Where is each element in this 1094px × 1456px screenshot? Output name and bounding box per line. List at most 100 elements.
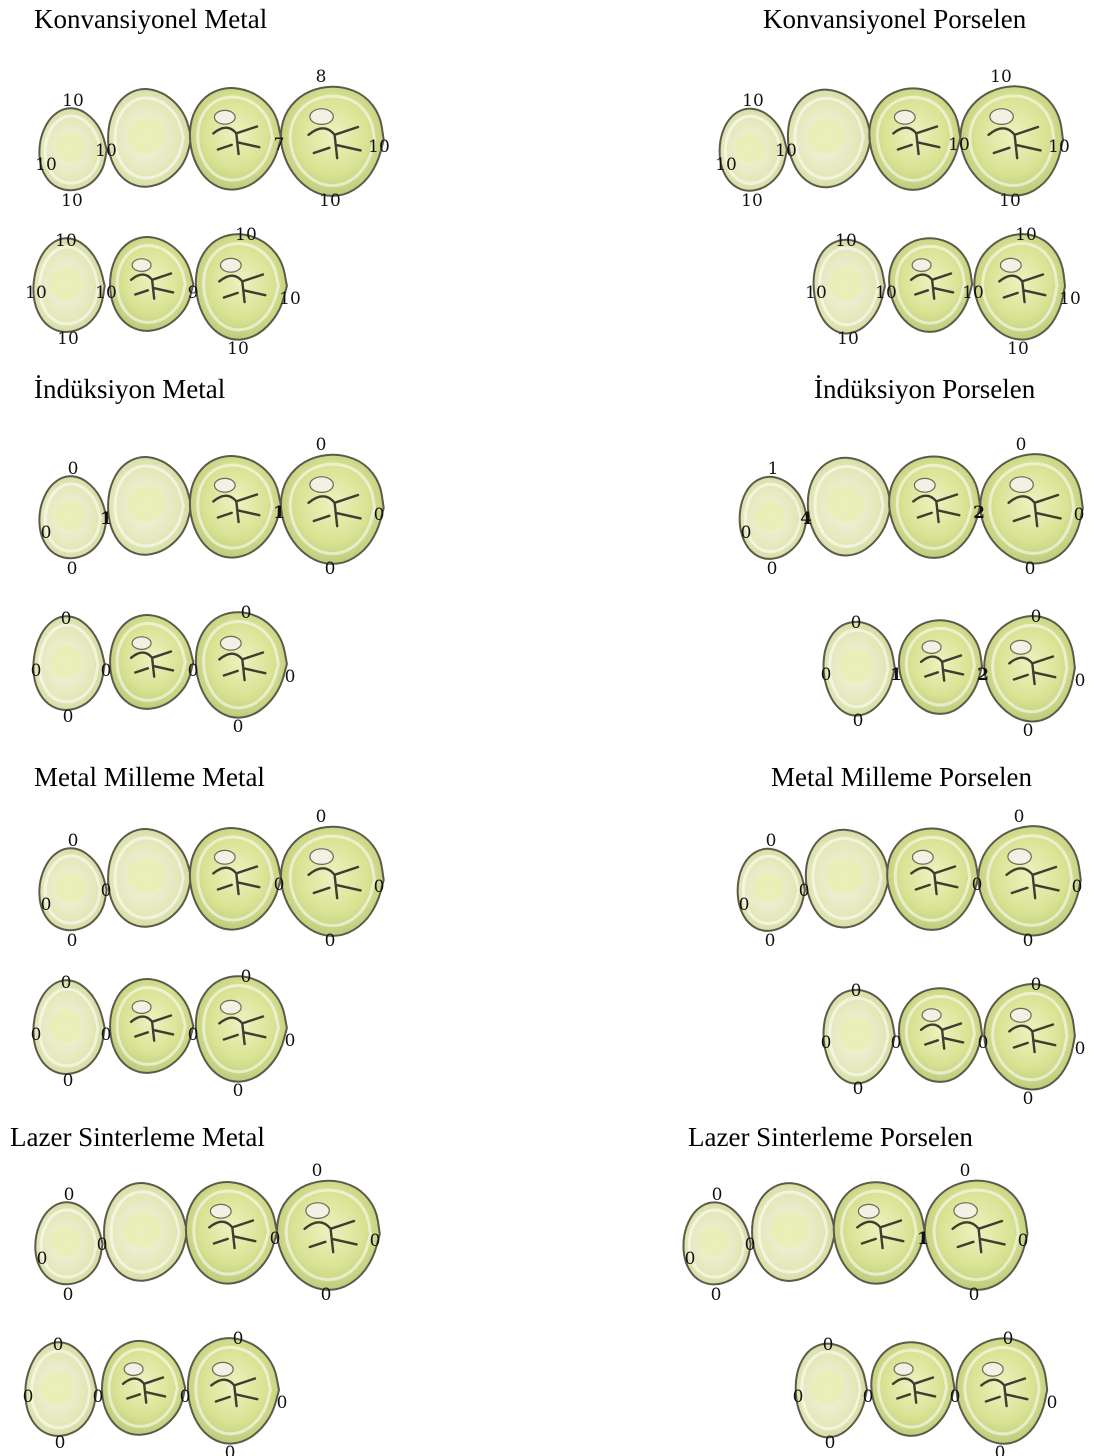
- lazer-sinterleme-metal-upper-tooth-2: [104, 1183, 187, 1281]
- lazer-sinterleme-porselen-upper-t4-bottom-label: 0: [969, 1285, 980, 1305]
- induksiyon-metal-lower-row: 00000000: [31, 603, 296, 737]
- konvansiyonel-porselen-lower-tooth-2: [889, 238, 972, 332]
- konvansiyonel-metal-upper-t4-right-label: 10: [368, 137, 390, 157]
- metal-milleme-porselen-upper-row: 00000000: [738, 807, 1083, 951]
- lazer-sinterleme-porselen-upper-contact-3-4-label: 1: [917, 1229, 929, 1249]
- induksiyon-porselen-lower-tooth-3: [984, 616, 1075, 721]
- metal-milleme-porselen-lower-tooth-3: [984, 984, 1075, 1089]
- konvansiyonel-metal-upper-t1-top-label: 10: [62, 91, 84, 111]
- konvansiyonel-metal-lower-t3-top-label: 10: [235, 225, 257, 245]
- induksiyon-metal-lower-t3-right-label: 0: [285, 667, 296, 687]
- lazer-sinterleme-metal-upper-tooth-3: [186, 1182, 277, 1284]
- lazer-sinterleme-metal-upper-t1-top-label: 0: [64, 1185, 75, 1205]
- konvansiyonel-porselen-upper-t1-top-label: 10: [742, 91, 764, 111]
- lazer-sinterleme-metal-upper-contact-1-2-label: 0: [97, 1235, 108, 1255]
- induksiyon-porselen-lower-t3-right-label: 0: [1075, 671, 1086, 691]
- konvansiyonel-porselen-lower-t3-right-label: 10: [1059, 289, 1081, 309]
- metal-milleme-metal-upper-contact-3-4-label: 0: [274, 875, 285, 895]
- konvansiyonel-metal-lower-t1-left-label: 10: [25, 283, 47, 303]
- induksiyon-porselen-lower-contact-2-3-label: 2: [977, 665, 989, 685]
- induksiyon-porselen-lower-tooth-1: [824, 622, 895, 716]
- metal-milleme-metal-upper-t1-top-label: 0: [68, 831, 79, 851]
- lazer-sinterleme-porselen-upper-t4-right-label: 0: [1018, 1231, 1029, 1251]
- lazer-sinterleme-porselen-lower-tooth-2: [871, 1342, 954, 1436]
- metal-milleme-metal-upper-t1-bottom-label: 0: [67, 931, 78, 951]
- konvansiyonel-metal-lower-contact-1-2-label: 10: [95, 283, 117, 303]
- induksiyon-metal-lower-contact-1-2-label: 0: [101, 661, 112, 681]
- lazer-sinterleme-metal-lower-tooth-1: [25, 1342, 96, 1436]
- lazer-sinterleme-metal-upper-contact-3-4-label: 0: [270, 1229, 281, 1249]
- metal-milleme-metal-upper-row: 00000000: [39, 807, 384, 951]
- metal-milleme-porselen-lower-t1-top-label: 0: [851, 981, 862, 1001]
- lazer-sinterleme-porselen-upper-t4-top-label: 0: [960, 1161, 971, 1181]
- lazer-sinterleme-metal-lower-contact-1-2-label: 0: [93, 1387, 104, 1407]
- induksiyon-metal-upper-t1-top-label: 0: [68, 459, 79, 479]
- metal-milleme-porselen-lower-contact-1-2-label: 0: [891, 1033, 902, 1053]
- metal-milleme-metal-upper-t4-right-label: 0: [374, 877, 385, 897]
- induksiyon-metal-upper-t1-bottom-label: 0: [67, 559, 78, 579]
- konvansiyonel-porselen-lower-t3-top-label: 10: [1015, 225, 1037, 245]
- induksiyon-porselen-upper-t1-bottom-label: 0: [767, 559, 778, 579]
- metal-milleme-metal-lower-contact-1-2-label: 0: [101, 1025, 112, 1045]
- metal-milleme-metal-upper-t4-bottom-label: 0: [325, 931, 336, 951]
- konvansiyonel-porselen-lower-tooth-3: [974, 234, 1065, 339]
- metal-milleme-porselen-upper-contact-1-2-label: 0: [799, 881, 810, 901]
- lazer-sinterleme-metal-lower-t1-left-label: 0: [23, 1387, 34, 1407]
- lazer-sinterleme-metal-upper-tooth-4: [277, 1181, 380, 1290]
- induksiyon-metal-lower-t1-bottom-label: 0: [63, 707, 74, 727]
- konvansiyonel-porselen-lower-contact-2-3-label: 10: [962, 283, 984, 303]
- konvansiyonel-porselen-upper-tooth-2: [788, 90, 871, 188]
- metal-milleme-porselen-lower-t3-right-label: 0: [1075, 1039, 1086, 1059]
- metal-milleme-metal-lower-t1-left-label: 0: [31, 1025, 42, 1045]
- induksiyon-porselen-upper-contact-1-2-label: 4: [800, 509, 812, 529]
- konvansiyonel-metal-lower-t3-bottom-label: 10: [227, 339, 249, 359]
- konvansiyonel-metal-lower-t1-top-label: 10: [55, 231, 77, 251]
- induksiyon-metal-lower-t1-top-label: 0: [61, 609, 72, 629]
- lazer-sinterleme-metal-lower-tooth-2: [102, 1341, 185, 1435]
- metal-milleme-porselen-upper-tooth-2: [806, 830, 889, 928]
- konvansiyonel-metal-upper-t4-bottom-label: 10: [319, 191, 341, 211]
- konvansiyonel-porselen-lower-t1-left-label: 10: [805, 283, 827, 303]
- metal-milleme-metal-lower-t1-top-label: 0: [61, 973, 72, 993]
- lazer-sinterleme-porselen-lower-t1-bottom-label: 0: [825, 1433, 836, 1453]
- konvansiyonel-metal-upper-contact-3-4-label: 7: [274, 135, 285, 155]
- induksiyon-metal-lower-t1-left-label: 0: [31, 661, 42, 681]
- konvansiyonel-metal-upper-contact-1-2-label: 10: [95, 141, 117, 161]
- metal-milleme-metal-lower-t3-top-label: 0: [241, 967, 252, 987]
- konvansiyonel-porselen-upper-contact-3-4-label: 10: [948, 135, 970, 155]
- metal-milleme-metal-lower-tooth-1: [33, 980, 104, 1074]
- induksiyon-porselen-upper-t4-bottom-label: 0: [1025, 559, 1036, 579]
- induksiyon-metal-upper-t4-right-label: 0: [374, 505, 385, 525]
- induksiyon-porselen-lower-t1-top-label: 0: [851, 613, 862, 633]
- konvansiyonel-porselen-upper-contact-1-2-label: 10: [775, 141, 797, 161]
- metal-milleme-metal-upper-t1-left-label: 0: [41, 895, 52, 915]
- metal-milleme-porselen-lower-t1-left-label: 0: [821, 1033, 832, 1053]
- lazer-sinterleme-porselen-upper-tooth-2: [752, 1183, 835, 1281]
- metal-milleme-metal-upper-tooth-3: [190, 828, 281, 930]
- metal-milleme-porselen-upper-t1-left-label: 0: [739, 895, 750, 915]
- lazer-sinterleme-porselen-lower-tooth-3: [956, 1338, 1047, 1443]
- lazer-sinterleme-porselen-lower-t1-top-label: 0: [823, 1335, 834, 1355]
- konvansiyonel-metal-lower-t3-right-label: 10: [279, 289, 301, 309]
- konvansiyonel-porselen-lower-t3-bottom-label: 10: [1007, 339, 1029, 359]
- lazer-sinterleme-porselen-lower-t3-right-label: 0: [1047, 1393, 1058, 1413]
- konvansiyonel-porselen-lower-t1-top-label: 10: [835, 231, 857, 251]
- lazer-sinterleme-porselen-upper-t1-left-label: 0: [685, 1249, 696, 1269]
- induksiyon-porselen-upper-tooth-3: [889, 456, 980, 557]
- metal-milleme-porselen-upper-tooth-1: [738, 849, 805, 931]
- induksiyon-porselen-upper-t1-top-label: 1: [768, 459, 779, 479]
- konvansiyonel-porselen-lower-row: 1010101010101010: [805, 225, 1081, 359]
- konvansiyonel-porselen-upper-t1-left-label: 10: [715, 155, 737, 175]
- metal-milleme-porselen-upper-tooth-3: [887, 828, 978, 929]
- metal-milleme-metal-upper-tooth-2: [108, 829, 191, 927]
- metal-milleme-porselen-upper-tooth-4: [978, 826, 1081, 935]
- lazer-sinterleme-metal-lower-t1-top-label: 0: [53, 1335, 64, 1355]
- lazer-sinterleme-metal-upper-t4-top-label: 0: [312, 1161, 323, 1181]
- lazer-sinterleme-metal-upper-tooth-1: [35, 1202, 102, 1284]
- induksiyon-metal-lower-t3-top-label: 0: [241, 603, 252, 623]
